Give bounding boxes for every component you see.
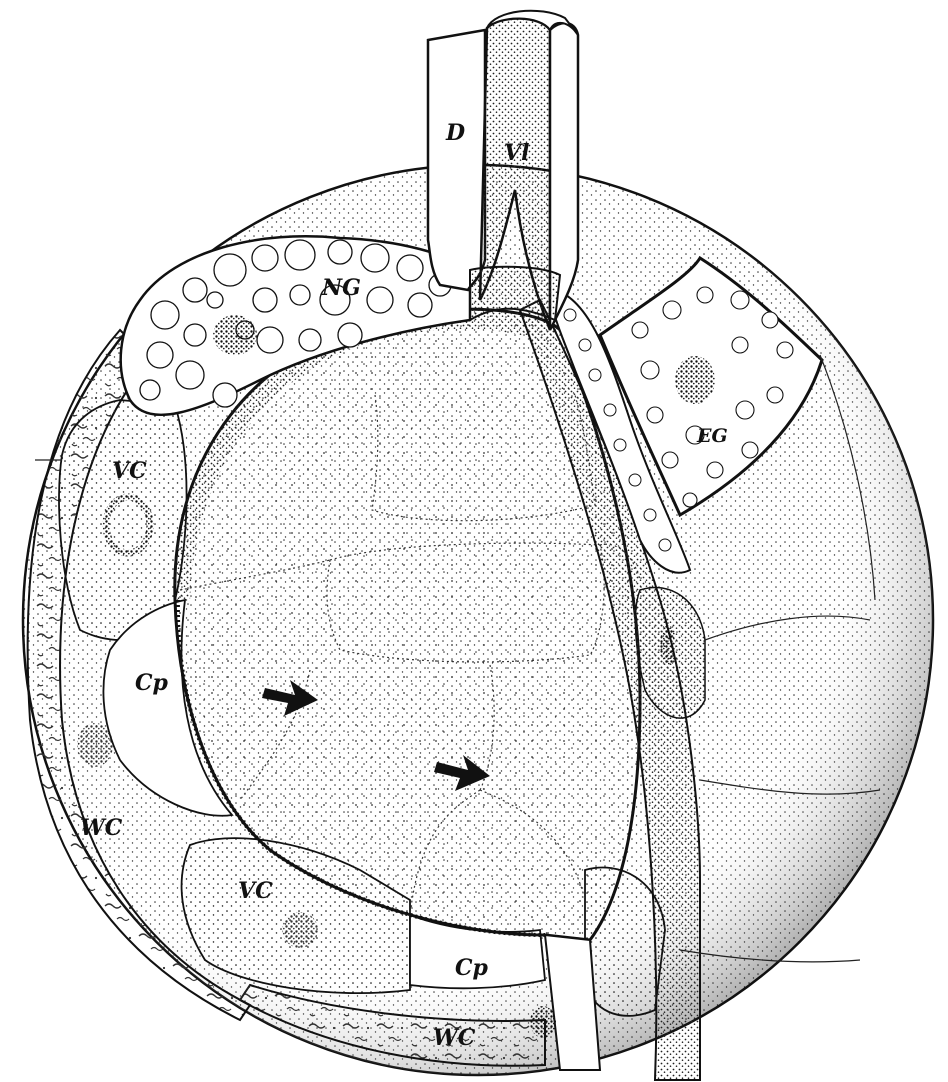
ventral-canal-nucleus-right [660, 625, 676, 665]
wall-cell-nucleus-bottom [530, 1006, 556, 1038]
neck-tube-dorsal [428, 30, 485, 290]
egg-gland-nucleus [675, 356, 715, 404]
label-WC-bottom: WC [433, 1025, 476, 1051]
label-Vl: Vl [504, 140, 529, 166]
label-Cp-bottom: Cp [455, 955, 489, 981]
label-WC-left: WC [80, 815, 123, 841]
label-NG: NG [321, 275, 361, 301]
label-VC-lower: VC [238, 878, 273, 904]
label-D: D [445, 120, 465, 146]
ventral-canal-nucleus-lower [282, 912, 318, 948]
label-Cp-left: Cp [135, 670, 169, 696]
wall-cell-nucleus-left [77, 723, 113, 767]
neck-gland-nucleus [213, 315, 257, 355]
ventral-canal-cell-upper [59, 400, 187, 640]
label-EG: EG [696, 425, 728, 447]
label-VC-upper: VC [112, 458, 147, 484]
